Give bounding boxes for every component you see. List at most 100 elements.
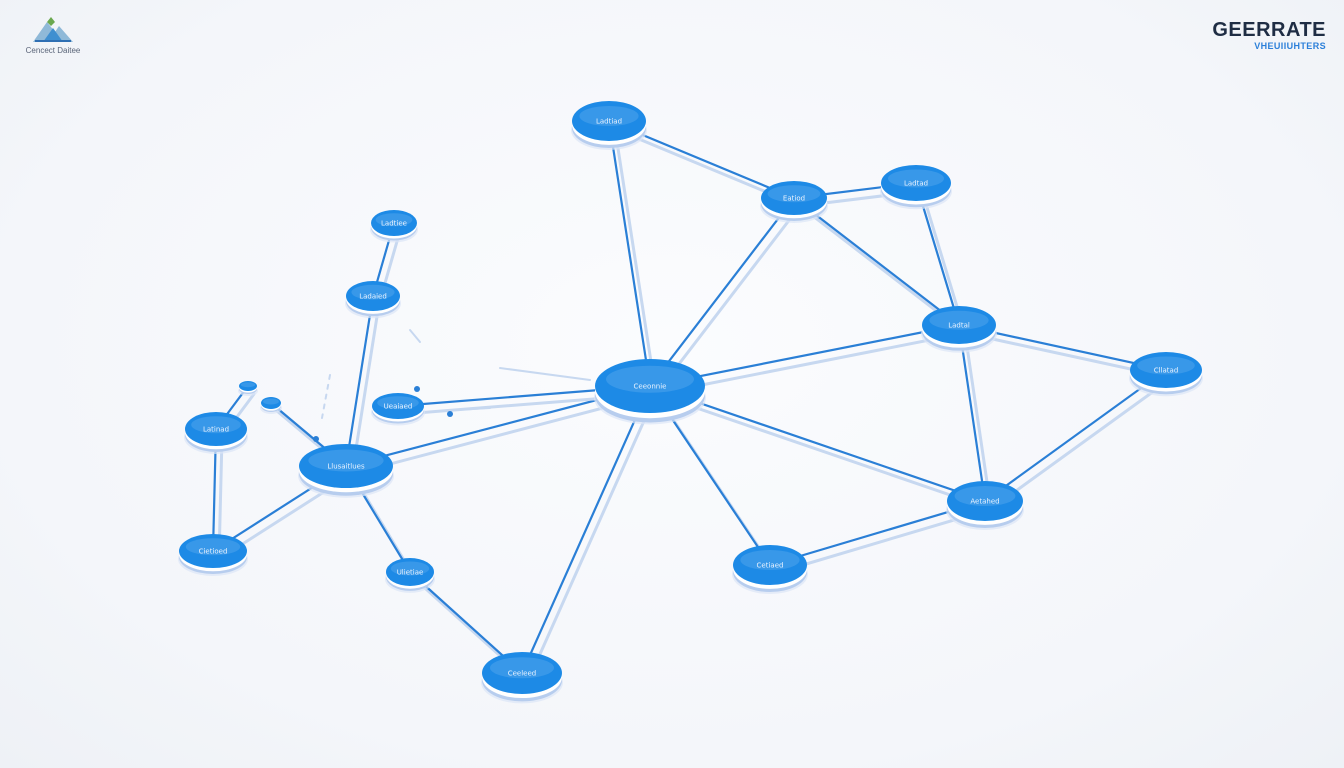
node-highlight bbox=[308, 449, 384, 472]
edge-line bbox=[344, 294, 375, 468]
connector-dot bbox=[313, 436, 319, 442]
node-highlight bbox=[377, 396, 419, 410]
edge-shadow bbox=[654, 204, 802, 396]
node-label: Ceeleed bbox=[508, 670, 537, 678]
node-disc bbox=[881, 165, 951, 201]
node-disc bbox=[346, 281, 400, 311]
node-disc bbox=[922, 306, 996, 344]
node-label: Eatiod bbox=[783, 195, 805, 203]
connector-dot bbox=[447, 411, 453, 417]
edge-n_center-n_right_low bbox=[648, 384, 993, 511]
node-highlight bbox=[888, 169, 944, 188]
edge-shadow bbox=[613, 127, 658, 396]
node-n_right_mid[interactable]: Ladtal bbox=[921, 306, 997, 353]
node-n_far_right[interactable]: Cllatad bbox=[1129, 352, 1203, 397]
edge-line bbox=[520, 384, 652, 675]
node-highlight bbox=[606, 365, 694, 393]
edge-n_right_mid-n_right_low bbox=[957, 323, 993, 511]
edge-shadow bbox=[963, 331, 993, 511]
node-label: Ladtiee bbox=[381, 220, 407, 228]
node-n_left_bottom_small[interactable]: Ulietiae bbox=[385, 558, 435, 593]
node-disc bbox=[595, 359, 705, 413]
node-highlight bbox=[185, 538, 241, 556]
node-disc bbox=[733, 545, 807, 585]
node-n_center[interactable]: Ceeonnie bbox=[594, 359, 706, 425]
node-disc bbox=[1130, 352, 1202, 388]
brand: GEERRATE VHEUIIUHTERS bbox=[1212, 20, 1326, 51]
node-highlight bbox=[954, 486, 1016, 506]
node-highlight bbox=[929, 310, 989, 330]
node-n_right_low[interactable]: Aetahed bbox=[946, 481, 1024, 530]
logo-text: Cencect Daitee bbox=[25, 46, 81, 55]
edge-line bbox=[648, 196, 796, 388]
node-label: Cietioed bbox=[199, 548, 228, 556]
connector-dot bbox=[414, 386, 420, 392]
node-disc bbox=[761, 181, 827, 215]
node-disc bbox=[299, 444, 393, 488]
node-label: Ladaied bbox=[359, 293, 387, 301]
node-label: Ladtad bbox=[904, 180, 928, 188]
node-disc bbox=[482, 652, 562, 694]
node-label: Ueaiaed bbox=[384, 403, 413, 411]
node-n_tiny_a[interactable] bbox=[238, 381, 258, 396]
stub-line bbox=[409, 329, 421, 343]
node-n_left_small_mid[interactable]: Ueaiaed bbox=[371, 393, 425, 426]
node-highlight bbox=[351, 284, 395, 300]
node-label: Cetiaed bbox=[757, 562, 784, 570]
node-label: Ceeonnie bbox=[634, 383, 667, 391]
node-highlight bbox=[767, 185, 821, 203]
node-disc bbox=[572, 101, 646, 141]
node-disc bbox=[386, 558, 434, 586]
node-n_left_top[interactable]: Ladtiee bbox=[370, 210, 418, 243]
node-n_lower_left[interactable]: Cietioed bbox=[178, 534, 248, 576]
node-highlight bbox=[579, 106, 639, 126]
node-n_bottom[interactable]: Ceeleed bbox=[481, 652, 563, 704]
stub-line bbox=[454, 407, 491, 411]
stub-line bbox=[499, 367, 591, 381]
node-label: Ulietiae bbox=[397, 569, 424, 577]
edge-n_center-n_bottom bbox=[520, 384, 658, 683]
node-n_bottom_mid[interactable]: Cetiaed bbox=[732, 545, 808, 594]
mountain-logo-icon bbox=[33, 17, 73, 42]
edge-line bbox=[648, 323, 961, 388]
node-disc bbox=[371, 210, 417, 236]
node-disc bbox=[947, 481, 1023, 521]
brand-title: GEERRATE bbox=[1212, 19, 1326, 41]
node-highlight bbox=[390, 561, 430, 576]
node-highlight bbox=[1137, 356, 1195, 375]
node-label: Cllatad bbox=[1154, 367, 1179, 375]
node-highlight bbox=[740, 550, 800, 570]
edge-line bbox=[607, 119, 652, 388]
node-label: Ladtiad bbox=[596, 118, 622, 126]
node-label: Latinad bbox=[203, 426, 229, 434]
edge-shadow bbox=[526, 392, 658, 683]
stub-line bbox=[321, 374, 331, 419]
node-n_top[interactable]: Ladtiad bbox=[571, 101, 647, 150]
node-label: Llusaitlues bbox=[327, 463, 365, 471]
edge-line bbox=[983, 368, 1168, 503]
edge-n_far_right-n_right_low bbox=[983, 368, 1174, 511]
node-label: Ladtal bbox=[948, 322, 970, 330]
node-disc bbox=[239, 381, 257, 391]
edge-n_right_mid-n_center bbox=[648, 323, 967, 396]
edge-line bbox=[957, 323, 987, 503]
edge-shadow bbox=[654, 331, 967, 396]
node-highlight bbox=[263, 398, 279, 405]
node-n_top_right[interactable]: Ladtad bbox=[880, 165, 952, 210]
node-n_far_left[interactable]: Latinad bbox=[184, 412, 248, 454]
node-n_left_upper[interactable]: Ladaied bbox=[345, 281, 401, 319]
node-disc bbox=[261, 397, 281, 409]
logo: Cencect Daitee bbox=[18, 14, 88, 55]
edge-shadow bbox=[654, 392, 993, 511]
node-n_tiny_b[interactable] bbox=[260, 397, 282, 414]
edge-line bbox=[648, 384, 987, 503]
node-n_left_hub[interactable]: Llusaitlues bbox=[298, 444, 394, 498]
edge-shadow bbox=[989, 376, 1174, 511]
edge-n_top-n_center bbox=[607, 119, 658, 396]
node-highlight bbox=[240, 382, 256, 388]
node-label: Aetahed bbox=[970, 498, 999, 506]
node-n_mid_upper[interactable]: Eatiod bbox=[760, 181, 828, 223]
